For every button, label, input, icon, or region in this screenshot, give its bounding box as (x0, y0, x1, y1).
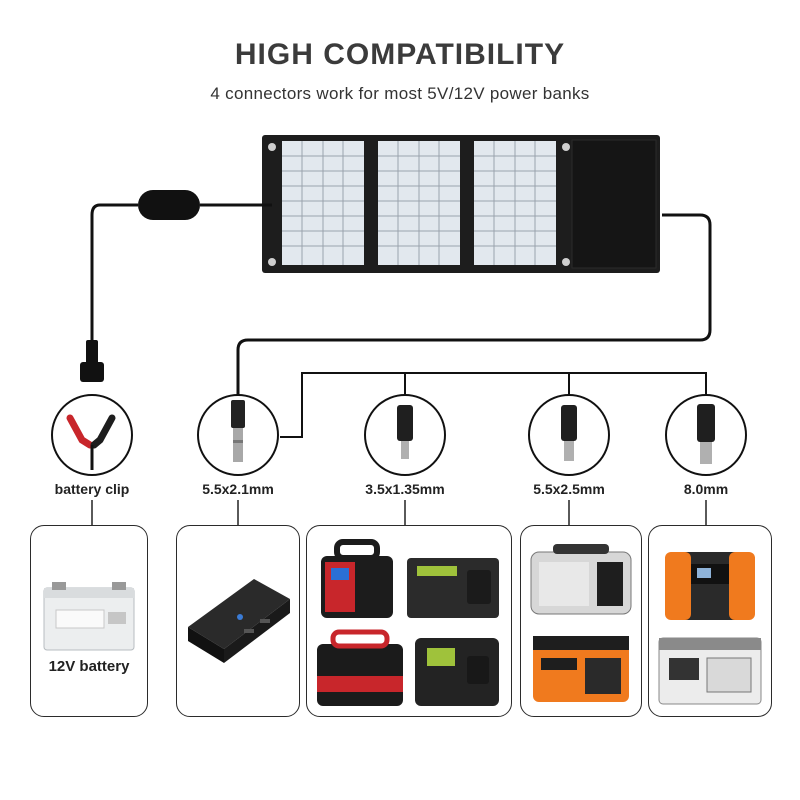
connector-label-5-5x2-5: 5.5x2.5mm (533, 481, 605, 497)
page-title: HIGH COMPATIBILITY (234, 38, 566, 71)
dc-socket-medium-icon (528, 394, 610, 476)
cables (90, 203, 712, 400)
connector-label-8-0: 8.0mm (683, 481, 729, 497)
device-box-portable-stations-c (648, 525, 772, 717)
solar-cell-2 (378, 141, 460, 265)
clip-connector-icon (80, 340, 104, 382)
portable-stations-group-c-icon (658, 552, 762, 705)
solar-panel (262, 135, 660, 273)
car-battery-icon (43, 582, 135, 651)
connector-label-3-5x1-35: 3.5x1.35mm (365, 481, 445, 497)
power-bank-icon (188, 579, 290, 663)
label-to-box-lines (91, 500, 707, 525)
portable-stations-group-b-icon (530, 544, 632, 702)
controller-box (138, 190, 200, 220)
connector-label-5-5x2-1: 5.5x2.1mm (202, 481, 274, 497)
dc-socket-large-icon (665, 394, 747, 476)
solar-cell-3 (474, 141, 556, 265)
device-box-portable-stations-b (520, 525, 642, 717)
device-box-power-bank (176, 525, 300, 717)
page-subtitle: 4 connectors work for most 5V/12V power … (210, 84, 590, 103)
solar-cell-1 (282, 141, 364, 265)
portable-stations-group-a-icon (317, 539, 499, 706)
dc-socket-small-icon (364, 394, 446, 476)
battery-clip-icon (51, 394, 133, 476)
battery-label: 12V battery (48, 658, 130, 675)
device-box-battery: 12V battery (30, 525, 148, 717)
device-box-portable-stations-a (306, 525, 512, 717)
connector-label-battery-clip: battery clip (54, 481, 130, 497)
adapter-cable (280, 372, 707, 438)
dc-plug-icon (197, 394, 279, 476)
